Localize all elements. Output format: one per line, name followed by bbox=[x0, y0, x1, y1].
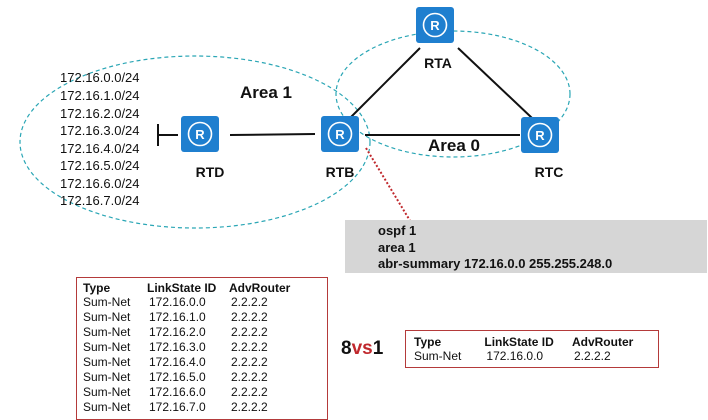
table-cell: 2.2.2.2 bbox=[231, 340, 268, 354]
network-topology-diagram: R R R R RTA RTB RTC RTD Area 1 Area 0 17… bbox=[19, 7, 571, 229]
table-cell: Sum-Net bbox=[83, 400, 131, 414]
area-0-boundary bbox=[335, 30, 571, 158]
table-cell: 2.2.2.2 bbox=[231, 310, 268, 324]
network-prefix: 172.16.6.0/24 bbox=[60, 176, 140, 191]
svg-text:R: R bbox=[535, 128, 545, 143]
table-cell: 172.16.0.0 bbox=[486, 349, 544, 363]
table-cell: 172.16.2.0 bbox=[149, 325, 206, 339]
router-label-rtb: RTB bbox=[326, 164, 355, 180]
lsdb-before-table: Type LinkState ID AdvRouter Sum-Net 172.1… bbox=[83, 281, 321, 415]
table-row: Sum-Net 172.16.1.0 2.2.2.2 bbox=[83, 310, 321, 325]
table-cell: Sum-Net bbox=[83, 295, 131, 309]
table-cell: 2.2.2.2 bbox=[231, 400, 268, 414]
lsdb-after-table: Type LinkState ID AdvRouter Sum-Net 172.1… bbox=[414, 335, 658, 364]
column-header: AdvRouter bbox=[229, 281, 291, 295]
area-1-boundary bbox=[19, 55, 371, 229]
table-cell: 2.2.2.2 bbox=[231, 370, 268, 384]
comparison-left: 8 bbox=[341, 338, 352, 359]
table-row: Sum-Net 172.16.0.0 2.2.2.2 bbox=[414, 349, 658, 364]
link-rtb-rta bbox=[349, 47, 421, 119]
table-cell: 172.16.7.0 bbox=[149, 400, 206, 414]
config-line: abr-summary 172.16.0.0 255.255.248.0 bbox=[378, 256, 613, 271]
column-header: Type bbox=[414, 335, 442, 349]
table-row: Sum-Net 172.16.7.0 2.2.2.2 bbox=[83, 400, 321, 415]
table-cell: 2.2.2.2 bbox=[231, 295, 268, 309]
comparison-label: 8vs1 bbox=[341, 338, 383, 360]
router-label-rta: RTA bbox=[424, 55, 452, 71]
table-cell: Sum-Net bbox=[83, 385, 131, 399]
svg-text:R: R bbox=[430, 18, 440, 33]
config-line: ospf 1 bbox=[378, 223, 417, 238]
config-line: area 1 bbox=[378, 239, 416, 255]
table-cell: 2.2.2.2 bbox=[231, 325, 268, 339]
table-cell: 172.16.5.0 bbox=[149, 370, 206, 384]
table-cell: Sum-Net bbox=[83, 325, 131, 339]
table-cell: 2.2.2.2 bbox=[573, 349, 611, 363]
network-prefix: 172.16.5.0/24 bbox=[60, 158, 140, 173]
table-cell: Sum-Net bbox=[83, 370, 131, 384]
column-header: LinkState ID bbox=[484, 335, 554, 349]
table-row: Sum-Net 172.16.4.0 2.2.2.2 bbox=[83, 355, 321, 370]
table-cell: Sum-Net bbox=[83, 310, 131, 324]
network-prefix: 172.16.4.0/24 bbox=[60, 141, 140, 156]
network-prefix: 172.16.0.0/24 bbox=[60, 70, 140, 85]
column-header: AdvRouter bbox=[571, 335, 634, 349]
table-cell: Sum-Net bbox=[83, 355, 131, 369]
table-cell: 172.16.1.0 bbox=[149, 310, 206, 324]
table-row: Sum-Net 172.16.0.0 2.2.2.2 bbox=[83, 295, 321, 310]
table-cell: 2.2.2.2 bbox=[231, 385, 268, 399]
network-prefix: 172.16.1.0/24 bbox=[60, 88, 140, 103]
table-cell: 172.16.3.0 bbox=[149, 340, 206, 354]
comparison-right: 1 bbox=[372, 338, 384, 359]
area-label-0: Area 0 bbox=[428, 136, 480, 155]
router-rta: R bbox=[416, 7, 454, 43]
area-label-1: Area 1 bbox=[240, 83, 292, 102]
table-cell: 172.16.6.0 bbox=[149, 385, 206, 399]
table-cell: 172.16.4.0 bbox=[149, 355, 206, 369]
router-rtc: R bbox=[521, 117, 559, 153]
router-label-rtd: RTD bbox=[196, 164, 225, 180]
comparison-vs: vs bbox=[351, 338, 373, 359]
router-rtd: R bbox=[181, 116, 219, 152]
table-row: Sum-Net 172.16.5.0 2.2.2.2 bbox=[83, 370, 321, 385]
network-prefix: 172.16.3.0/24 bbox=[60, 123, 140, 138]
table-row: Sum-Net 172.16.2.0 2.2.2.2 bbox=[83, 325, 321, 340]
lsdb-after-summary: Type LinkState ID AdvRouter Sum-Net 172.1… bbox=[405, 330, 659, 368]
svg-text:R: R bbox=[195, 127, 205, 142]
table-cell: 2.2.2.2 bbox=[231, 355, 268, 369]
network-prefix: 172.16.2.0/24 bbox=[60, 106, 140, 121]
table-cell: 172.16.0.0 bbox=[149, 295, 206, 309]
router-label-rtc: RTC bbox=[535, 164, 564, 180]
column-header: Type bbox=[83, 281, 111, 295]
table-header-row: Type LinkState ID AdvRouter bbox=[83, 281, 321, 295]
table-cell: Sum-Net bbox=[414, 349, 462, 363]
config-connector bbox=[365, 147, 413, 225]
table-header-row: Type LinkState ID AdvRouter bbox=[414, 335, 658, 349]
table-row: Sum-Net 172.16.6.0 2.2.2.2 bbox=[83, 385, 321, 400]
router-rtb: R bbox=[321, 116, 359, 152]
abr-summary-config: ospf 1 area 1 abr-summary 172.16.0.0 255… bbox=[345, 220, 707, 273]
table-row: Sum-Net 172.16.3.0 2.2.2.2 bbox=[83, 340, 321, 355]
network-prefix: 172.16.7.0/24 bbox=[60, 193, 140, 208]
link-rtd-rtb bbox=[229, 133, 316, 136]
network-prefix-list: 172.16.0.0/24 172.16.1.0/24 172.16.2.0/2… bbox=[60, 70, 140, 208]
svg-text:R: R bbox=[335, 127, 345, 142]
table-cell: Sum-Net bbox=[83, 340, 131, 354]
column-header: LinkState ID bbox=[147, 281, 217, 295]
link-rta-rtc bbox=[457, 47, 533, 119]
lsdb-before-summary: Type LinkState ID AdvRouter Sum-Net 172.1… bbox=[76, 277, 328, 420]
